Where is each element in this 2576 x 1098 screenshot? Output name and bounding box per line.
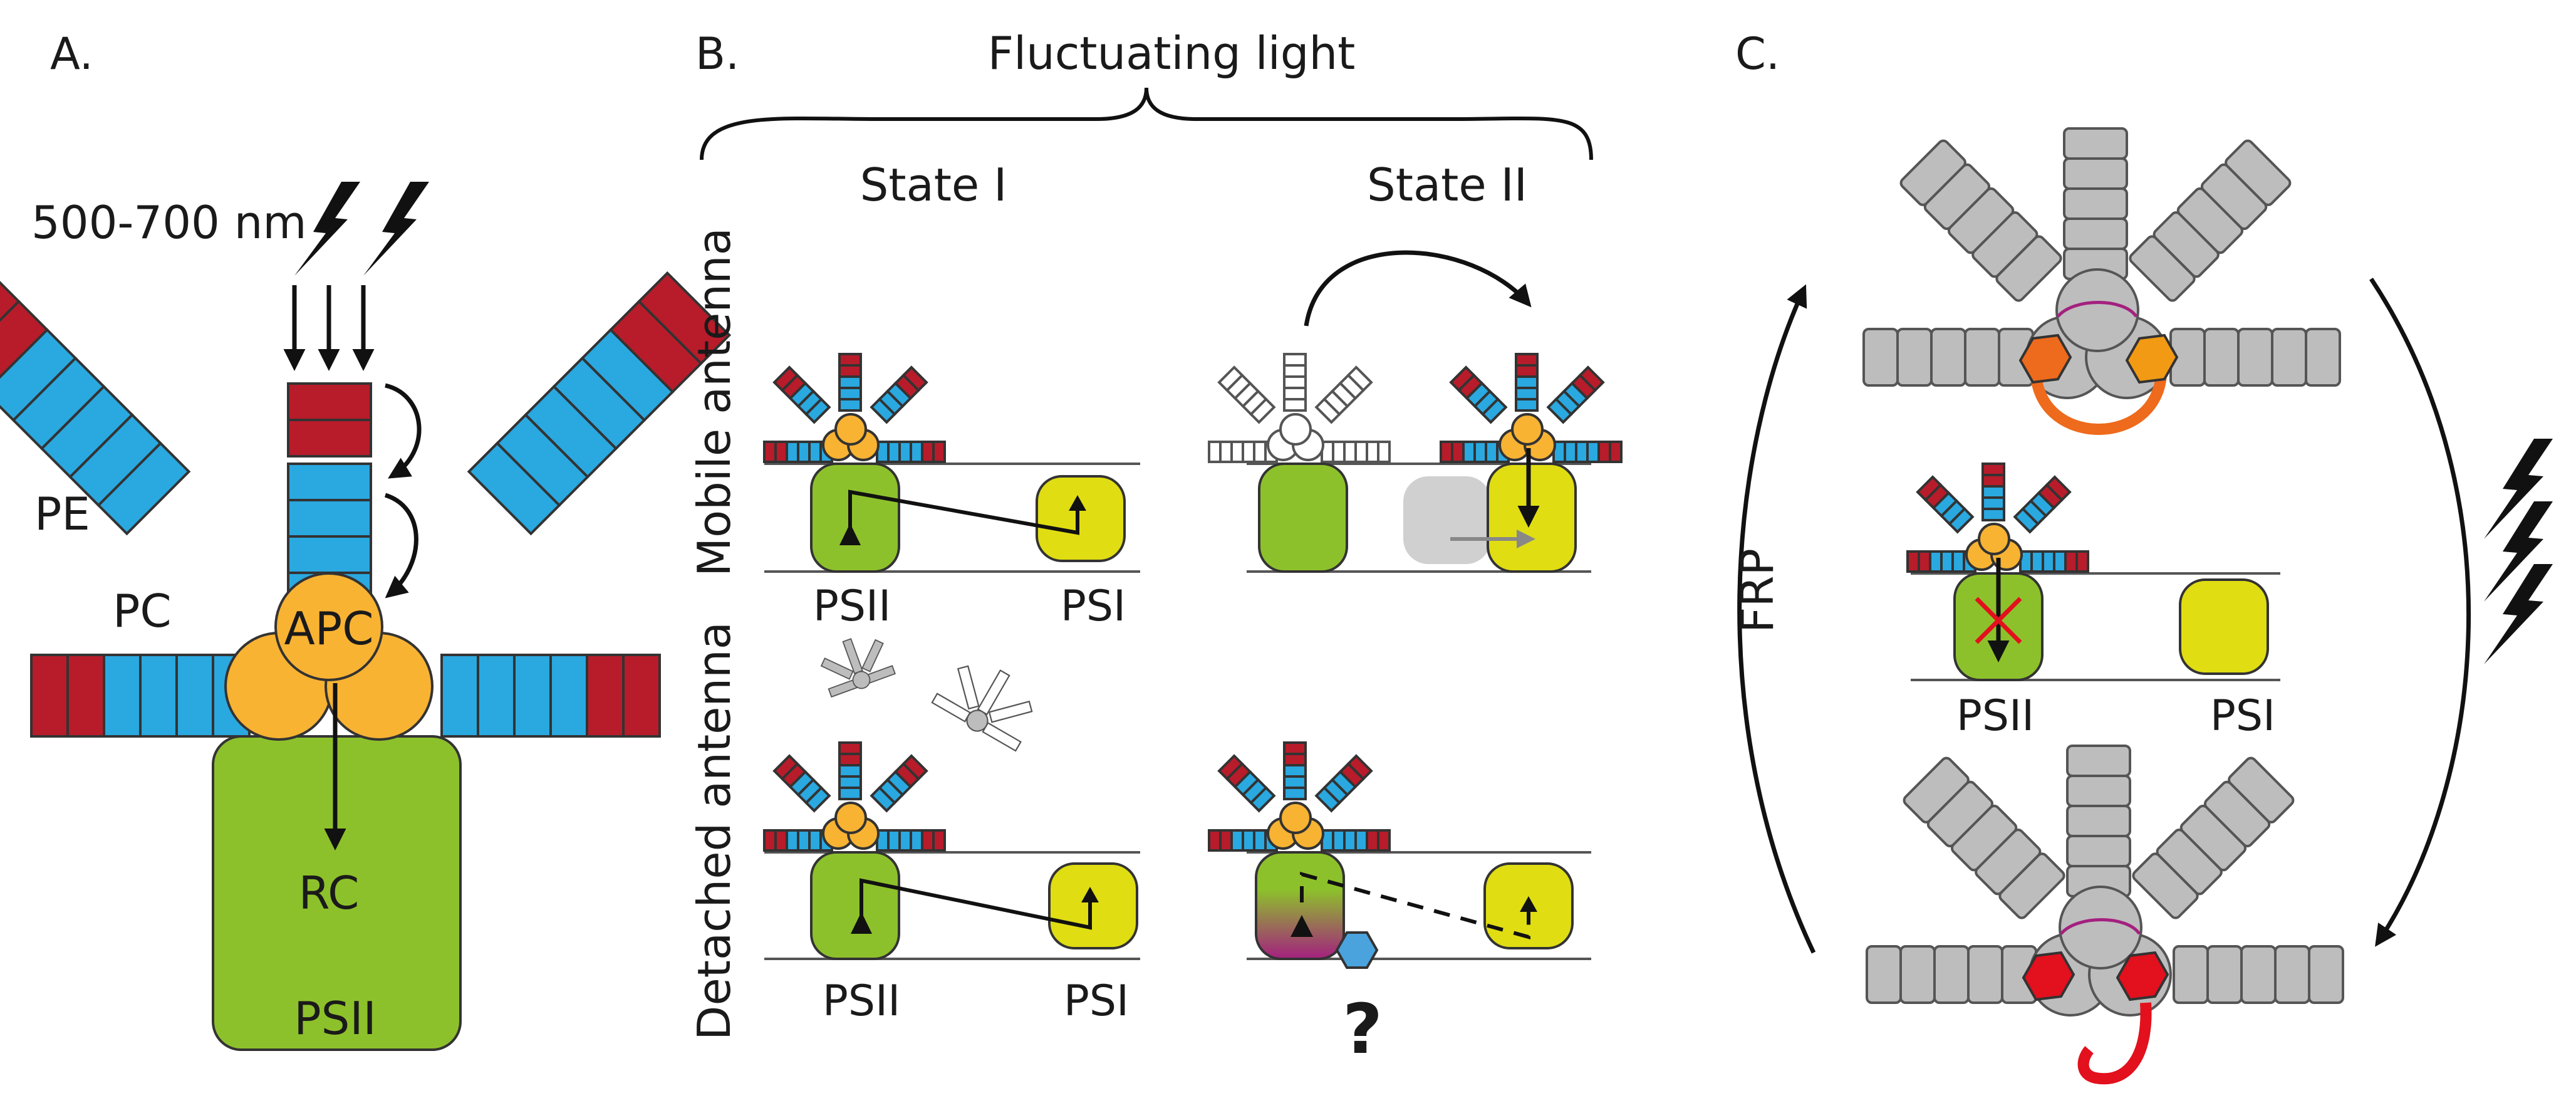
phycobilisome-rod-diagonal-right [467,271,732,536]
panel-c: C. FRP [1731,28,2553,1085]
rc-label: RC [299,867,360,919]
state-2-label: State II [1367,159,1527,211]
electron-transfer-line [848,489,1079,535]
phycobilisome-small [763,741,946,852]
hexagon-quencher-icon [1335,931,1379,969]
state-1-label: State I [860,159,1007,211]
electron-transfer-line [860,878,1092,930]
brace [700,87,1593,160]
phycobilisome-small [763,353,946,463]
phycobilisome-rod-left [30,654,251,738]
psi-label: PSI [1061,582,1126,631]
energy-transfer-arrow [384,493,418,599]
psi-complex [2179,578,2269,675]
panel-b: B. Fluctuating light State I State II Mo… [688,27,1623,1069]
psi-complex [1036,475,1126,562]
phycobilisome-small [1906,463,2089,573]
wavelength-label: 500-700 nm [31,196,307,249]
fluctuating-light-title: Fluctuating light [988,27,1356,80]
ocp-orange-bridge [2030,363,2168,435]
lightning-bolt-icon [294,182,360,276]
panel-b-letter: B. [695,28,739,80]
ocp-red-domain [2022,951,2075,1001]
antenna-migration-arrow [1304,250,1532,327]
quenched-phycobilisome-bottom [1866,745,2344,1085]
lightning-bolt-icon [363,182,429,276]
detached-antenna-label: Detached antenna [688,622,740,1040]
pc-label: PC [113,585,172,637]
phycobilisome-small [1208,741,1391,852]
psi-label: PSI [1064,976,1129,1026]
detached-state2: ? [1208,741,1591,1069]
energy-transfer-arrow [385,383,422,479]
mobile-state1: PSII PSI [763,353,1140,631]
pe-label: PE [34,488,90,540]
panel-a: A. 500-700 nm [0,28,732,1051]
question-mark-icon: ? [1343,989,1383,1069]
ocp-red-tail [2077,1002,2152,1085]
psii-complex-faded [1403,476,1491,564]
detached-phycobilisome [931,665,1033,752]
psi-complex [1048,862,1138,949]
psii-label: PSII [813,582,891,631]
phycobilisome-small [1440,353,1623,463]
panel-c-letter: C. [1735,28,1780,80]
phycobilisome-rod-right [440,654,661,738]
psii-label: PSII [1956,691,2034,741]
ocp-orange-domain [2018,333,2072,384]
psii-complex [810,463,900,573]
ocp-orange-domain [2125,333,2179,384]
middle-system: PSII PSI [1906,463,2280,741]
phycobilisome-rod-diagonal-left [0,271,191,536]
detached-state1: PSII PSI [763,741,1140,1026]
detached-phycobilisome [820,638,896,698]
lightning-bolt-icon [2484,439,2553,539]
psii-complex [810,851,900,960]
apc-core [224,572,434,741]
mobile-antenna-label: Mobile antenna [688,227,740,577]
frp-label: FRP [1731,548,1784,633]
psii-complex [1258,463,1348,573]
electron-transfer-dashed [1300,872,1530,939]
mobile-state2 [1208,250,1623,573]
psii-complex-quenched [1255,851,1345,960]
psi-label: PSI [2210,691,2275,741]
panel-a-letter: A. [50,28,93,80]
phycobilisome-ghost [1208,353,1391,463]
apc-label: APC [284,602,374,655]
psii-label: PSII [823,976,900,1026]
psii-label: PSII [294,992,377,1045]
ocp-red-domain [2116,951,2169,1001]
lightning-bolt-icon [2484,564,2553,664]
quenched-phycobilisome-top [1862,127,2341,435]
block-x-icon [1975,597,2022,644]
lightning-bolt-icon [2484,501,2553,602]
cycle-arrow-icon [2369,278,2471,947]
psi-complex [1487,463,1577,573]
cycle-arrow-icon [1737,284,1816,954]
